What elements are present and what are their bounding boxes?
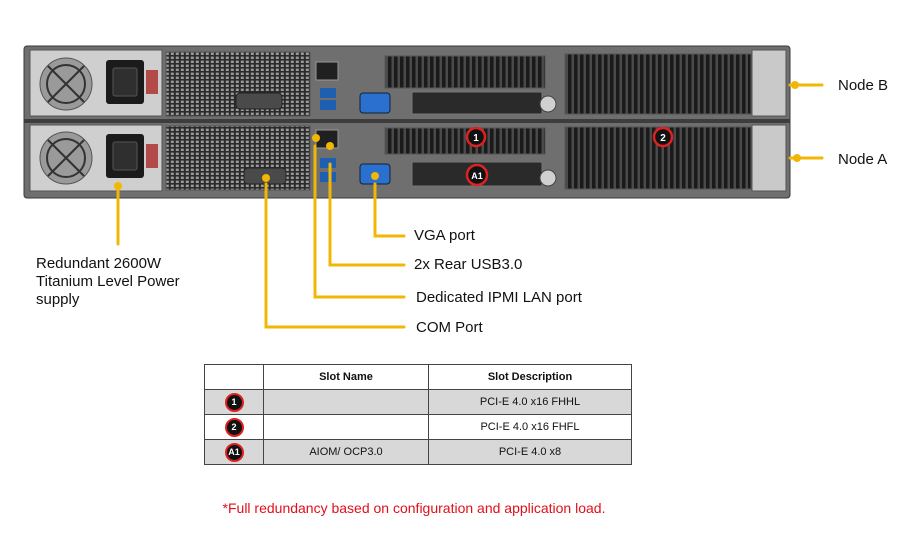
leader-vga bbox=[373, 182, 406, 238]
header-slot-name: Slot Name bbox=[263, 364, 429, 390]
node-b-module bbox=[29, 49, 787, 117]
slot-badge: 1 bbox=[224, 392, 244, 412]
vga-port-label: VGA port bbox=[414, 227, 475, 244]
slot-description-cell: PCI-E 4.0 x8 bbox=[428, 439, 632, 465]
slot-badge: 2 bbox=[224, 417, 244, 437]
header-slot-description: Slot Description bbox=[428, 364, 632, 390]
redundancy-footnote: *Full redundancy based on configuration … bbox=[222, 500, 606, 516]
leader-usb bbox=[328, 162, 406, 267]
slot-name-cell bbox=[263, 389, 429, 415]
svg-text:2: 2 bbox=[660, 133, 666, 144]
slot-2-badge: 2 bbox=[652, 126, 674, 148]
slot-description-cell: PCI-E 4.0 x16 FHFL bbox=[428, 414, 632, 440]
table-row: 1 PCI-E 4.0 x16 FHHL bbox=[204, 389, 632, 415]
svg-text:1: 1 bbox=[473, 133, 479, 144]
table-row: A1 AIOM/ OCP3.0 PCI-E 4.0 x8 bbox=[204, 439, 632, 465]
leader-com bbox=[264, 182, 406, 329]
slot-description-cell: PCI-E 4.0 x16 FHHL bbox=[428, 389, 632, 415]
slot-1-badge: 1 bbox=[465, 126, 487, 148]
slot-name-cell: AIOM/ OCP3.0 bbox=[263, 439, 429, 465]
ipmi-lan-port-label: Dedicated IPMI LAN port bbox=[416, 289, 582, 306]
slot-badge: A1 bbox=[224, 442, 244, 462]
svg-text:A1: A1 bbox=[471, 171, 483, 181]
slot-table-header: Slot Name Slot Description bbox=[204, 364, 632, 390]
header-badge bbox=[204, 364, 264, 390]
usb-port-label: 2x Rear USB3.0 bbox=[414, 256, 523, 273]
node-a-module bbox=[29, 124, 787, 192]
power-supply-label: Redundant 2600W Titanium Level Power sup… bbox=[36, 255, 180, 308]
table-row: 2 PCI-E 4.0 x16 FHFL bbox=[204, 414, 632, 440]
slot-table: Slot Name Slot Description 1 PCI-E 4.0 x… bbox=[204, 364, 632, 465]
slot-name-cell bbox=[263, 414, 429, 440]
node-a-label: Node A bbox=[838, 151, 888, 168]
node-b-label: Node B bbox=[838, 77, 889, 94]
slot-a1-badge: A1 bbox=[465, 163, 489, 187]
com-port-label: COM Port bbox=[416, 319, 483, 336]
leader-ipmi bbox=[313, 144, 406, 299]
